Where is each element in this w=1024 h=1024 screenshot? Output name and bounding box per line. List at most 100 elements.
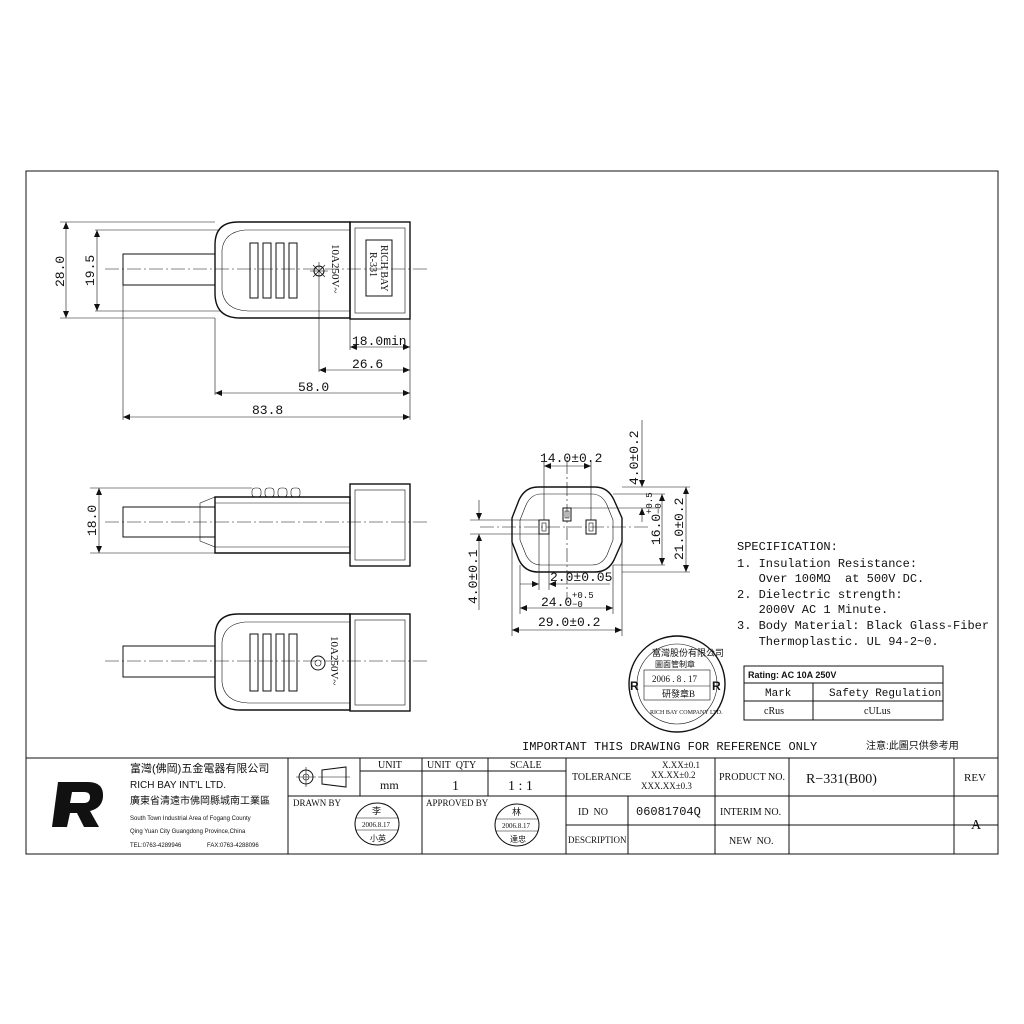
ground-symbol-icon-bottom [310,655,326,671]
approved-by-label: APPROVED BY [426,798,489,808]
dim-face-29: 29.0±0.2 [538,615,600,630]
dim-58: 58.0 [298,380,329,395]
id-no-value: 06081704Q [636,805,701,819]
dim-face-14: 14.0±0.2 [540,451,602,466]
svg-text:2006.8.17: 2006.8.17 [362,821,391,829]
product-no-value: R−331(B00) [806,772,877,787]
id-no-label: ID NO [578,807,608,818]
qty-label: UNIT QTY [427,760,476,771]
tolerance-label: TOLERANCE [572,772,631,783]
connector-body-inner [221,229,350,312]
dim-bottom-18: 18.0 [85,505,100,536]
approved-by-stamp: 林 2006.8.17 達忠 [494,803,540,847]
dim-83-8: 83.8 [252,403,283,418]
tolerance-2: XX.XX±0.2 [651,770,695,780]
seal-bottom-text: RICH BAY COMPANY LTD. [650,710,723,716]
drawing-border [25,170,999,855]
rev-value: A [971,818,982,833]
seal-r-left: R [630,679,639,693]
bottom-grip-grooves [249,633,298,692]
interim-label: INTERIM NO. [720,807,781,818]
face-inner [519,493,614,566]
ground-symbol-icon [310,262,328,280]
drawn-by-stamp: 李 2006.8.17 小英 [354,802,400,846]
third-angle-projection-icon [296,766,350,788]
company-en: RICH BAY INT'L LTD. [130,780,226,791]
face-outline [511,486,623,573]
side-view: 10A250V~ RICH BAY R-331 28.0 19.5 18.0mi… [53,221,430,420]
seal-middle-text: 圖面管制章 [655,659,695,669]
connector-head-outline [349,221,411,320]
rating-col-mark: Mark [765,688,792,700]
spec-line-4: 2000V AC 1 Minute. [737,603,888,617]
dim-face-16-tol-bottom: −0 [654,503,664,514]
company-seal: 富灣股份有限公司 圖面管制章 2006 . 8 . 17 研發章B RICH B… [628,635,726,733]
dim-face-slot: 2.0±0.05 [550,570,612,585]
tel: TEL:0763-4289946 [130,843,182,849]
top-grip-bumps [251,487,301,498]
connector-head-inner [354,227,406,314]
seal-top-text: 富灣股份有限公司 [652,647,724,658]
fax: FAX:0763-4288096 [207,843,259,849]
rev-label: REV [964,772,986,784]
specification-block: SPECIFICATION: 1. Insulation Resistance:… [737,540,989,649]
dim-face-24: 24.0 [541,595,572,610]
dim-18min: 18.0min [352,334,407,349]
rating-mark-value: cRus [764,706,784,717]
rich-bay-logo [52,782,104,827]
address-en-1: South Town Industrial Area of Fogang Cou… [130,816,251,822]
rating-text: Rating: AC 10A 250V [748,670,836,680]
scale-value: 1 : 1 [508,779,533,794]
svg-text:林: 林 [512,806,521,817]
spec-line-6: Thermoplastic. UL 94-2~0. [737,635,939,649]
dim-face-21: 21.0±0.2 [672,498,687,560]
brand-label-line2: R-331 [367,252,378,277]
seal-date: 2006 . 8 . 17 [652,674,698,684]
notice-english: IMPORTANT THIS DRAWING FOR REFERENCE ONL… [522,740,817,754]
notice-chinese: 注意:此圖只供參考用 [866,739,959,752]
bottom-view: 10A250V~ [105,613,430,712]
scale-label: SCALE [510,760,542,771]
dim-face-16-tol-top: +0.5 [645,492,655,514]
spec-line-2: Over 100MΩ at 500V DC. [737,572,924,586]
spec-line-3: 2. Dielectric strength: [737,588,903,602]
qty-value: 1 [452,779,459,794]
seal-dept: 研發章B [662,688,695,699]
company-cn: 富灣(佛岡)五金電器有限公司 [130,761,269,775]
unit-value: mm [380,778,399,792]
rating-col-reg: Safety Regulation [829,688,941,700]
dim-26-6: 26.6 [352,357,383,372]
address-en-2: Qing Yuan City Guangdong Province,China [130,829,246,835]
dim-face-4-top: 4.0±0.2 [627,430,642,485]
seal-r-right: R [712,679,721,693]
tolerance-3: XXX.XX±0.3 [641,781,692,791]
svg-text:達忠: 達忠 [510,834,526,844]
spec-title: SPECIFICATION: [737,540,838,554]
description-label: DESCRIPTION [568,835,627,845]
unit-label: UNIT [378,760,402,771]
dim-side-19-5: 19.5 [83,255,98,286]
grip-grooves [249,242,298,299]
drawn-by-label: DRAWN BY [293,798,342,808]
tolerance-1: X.XX±0.1 [662,760,700,770]
top-view: 18.0 [85,483,430,567]
dim-face-16: 16.0 [649,514,664,545]
svg-text:小英: 小英 [370,833,386,843]
new-no-label: NEW NO. [729,836,774,847]
dim-face-24-tol-top: +0.5 [572,591,594,601]
bottom-rating-text: 10A250V~ [328,636,340,685]
dim-face-4-left: 4.0±0.1 [466,549,481,604]
svg-text:2006.8.17: 2006.8.17 [502,822,531,830]
product-no-label: PRODUCT NO. [719,772,785,783]
side-rating-text: 10A250V~ [329,244,341,293]
title-block: 富灣(佛岡)五金電器有限公司 RICH BAY INT'L LTD. 廣東省清遠… [26,757,998,854]
address-cn: 廣東省清遠市佛岡縣城南工業區 [130,794,270,807]
spec-line-1: 1. Insulation Resistance: [737,557,917,571]
face-view: 14.0±0.2 4.0±0.2 16.0 +0.5 −0 21.0±0.2 4… [466,420,690,636]
brand-label-box [365,239,393,297]
brand-label-line1: RICH BAY [378,245,389,292]
svg-text:李: 李 [372,805,381,816]
cable-outline [122,253,216,286]
dim-face-24-tol-bottom: −0 [572,600,583,610]
